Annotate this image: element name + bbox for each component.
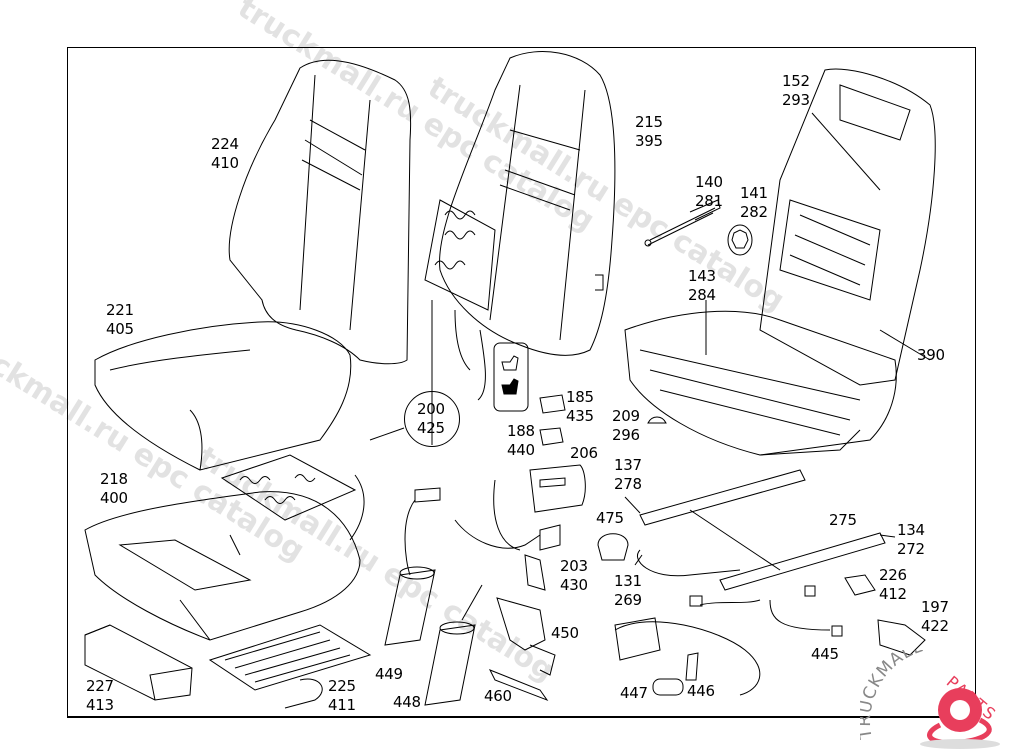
callout-390[interactable]: 390 — [917, 346, 945, 364]
callout-450[interactable]: 450 — [551, 624, 579, 642]
part-cover-cap[interactable] — [685, 652, 699, 681]
truckmall-parts-logo: TRUCKMALL — [860, 650, 1000, 749]
part-backrest-cover-left[interactable] — [228, 59, 412, 365]
part-clip[interactable] — [647, 416, 667, 424]
part-star-washer[interactable] — [727, 224, 753, 256]
part-switch-housing[interactable] — [529, 464, 586, 513]
part-backrest-cover-right[interactable] — [439, 51, 616, 356]
part-control-switch[interactable] — [844, 574, 876, 596]
part-switch-panel[interactable] — [493, 342, 529, 412]
part-seat-cushion-cover[interactable] — [94, 321, 352, 471]
part-cable-tie-bracket[interactable] — [488, 669, 549, 702]
part-grommet[interactable] — [652, 678, 684, 696]
gear-icon — [920, 688, 1000, 749]
callout-475[interactable]: 475 — [596, 509, 624, 527]
part-gas-spring[interactable] — [644, 199, 721, 247]
logo-text-main: TRUCKMALL — [860, 650, 926, 741]
part-motor[interactable] — [384, 566, 436, 646]
part-seat-cushion[interactable] — [84, 491, 361, 641]
part-bracket[interactable] — [496, 597, 556, 676]
callout-445[interactable]: 445 — [811, 645, 839, 663]
part-wiring-harness-middle[interactable] — [404, 479, 561, 591]
callout-446[interactable]: 446 — [687, 682, 715, 700]
leader-lines — [369, 112, 931, 566]
frame-bottom-rule — [67, 716, 976, 718]
part-heating-switch[interactable] — [539, 394, 566, 414]
part-seat-rails[interactable] — [637, 469, 886, 591]
callout-449[interactable]: 449 — [375, 665, 403, 683]
callout-448[interactable]: 448 — [393, 693, 421, 711]
part-heating-mat-seat-upper[interactable] — [220, 454, 365, 541]
callout-275[interactable]: 275 — [829, 511, 857, 529]
callout-447[interactable]: 447 — [620, 684, 648, 702]
part-wiring-harness[interactable] — [614, 585, 843, 696]
part-plug[interactable] — [597, 533, 629, 561]
part-thigh-cushion[interactable] — [84, 624, 193, 701]
callout-circle-200 — [404, 391, 460, 447]
callout-460[interactable]: 460 — [484, 687, 512, 705]
part-motor-second[interactable] — [424, 584, 483, 706]
callout-206[interactable]: 206 — [570, 444, 598, 462]
part-backrest-frame[interactable] — [759, 68, 936, 386]
part-seat-base-frame[interactable] — [624, 310, 897, 456]
part-heating-mat-seat[interactable] — [208, 624, 372, 709]
part-switch-cap[interactable] — [539, 427, 564, 446]
part-heating-mat-backrest[interactable] — [424, 199, 496, 401]
part-control-unit[interactable] — [877, 619, 926, 656]
